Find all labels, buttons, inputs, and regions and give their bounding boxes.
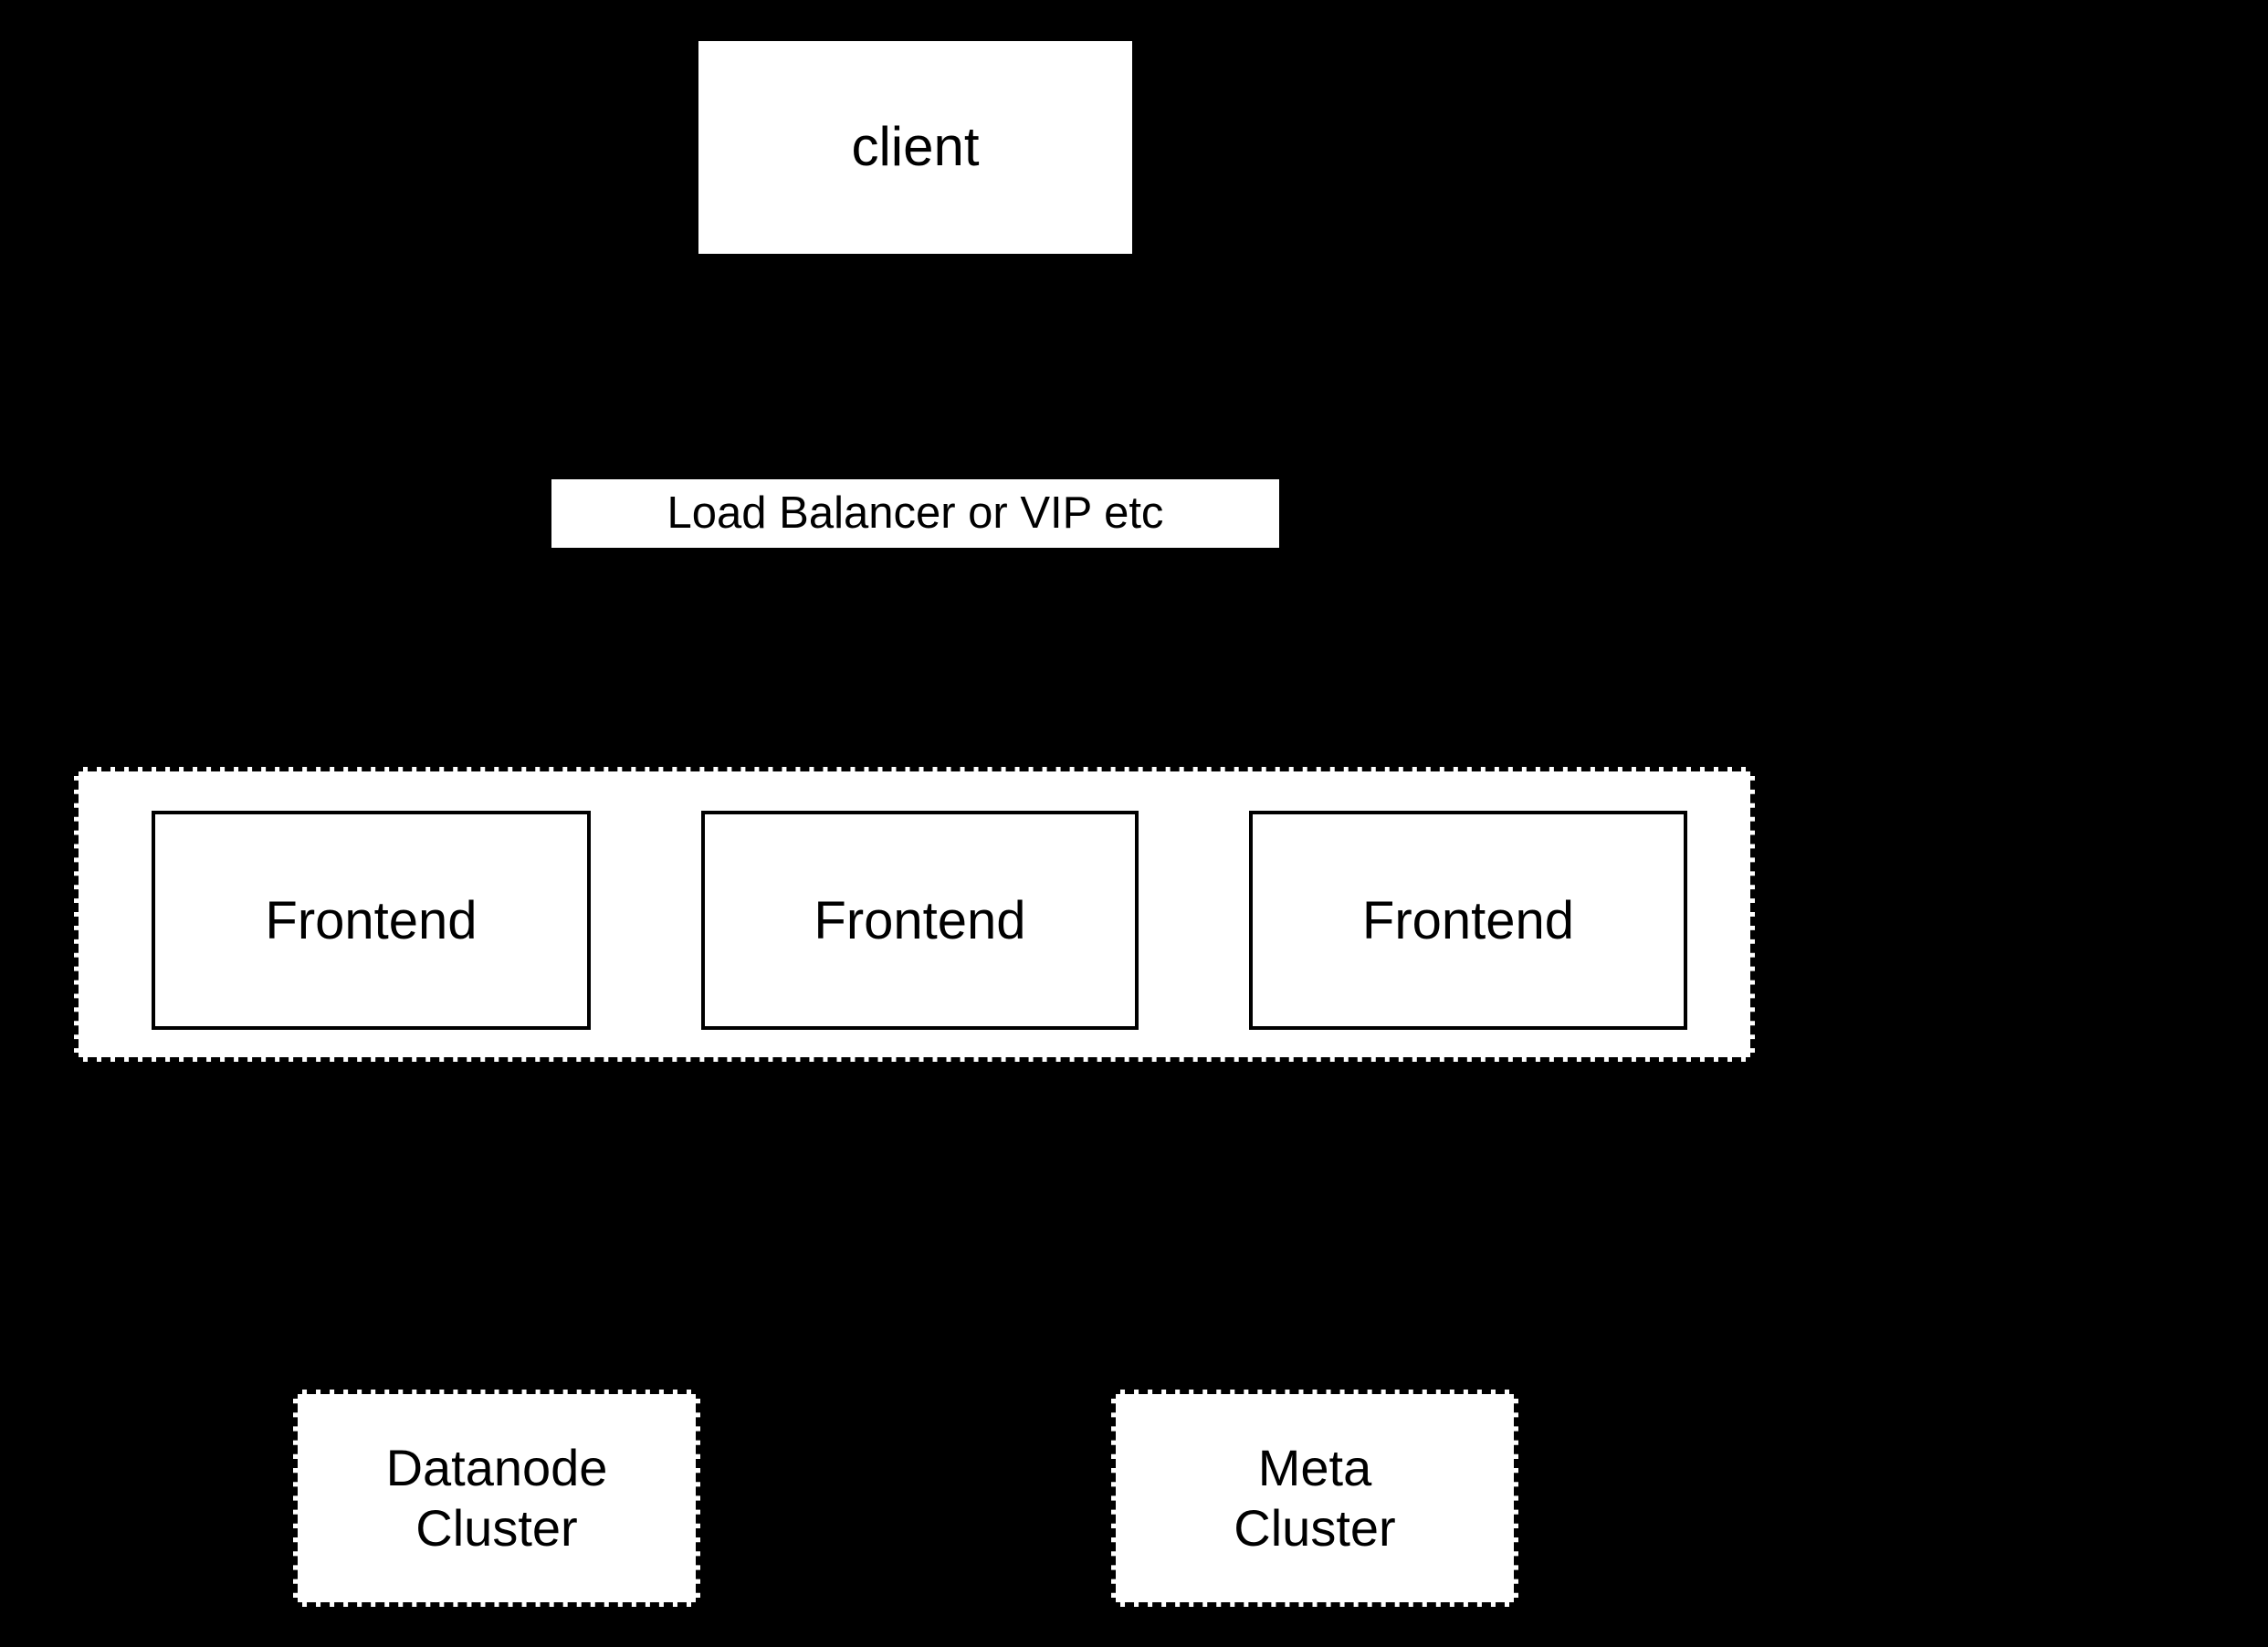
frontend-cluster-group[interactable]: Frontend Frontend Frontend [74, 767, 1755, 1062]
node-load-balancer[interactable]: Load Balancer or VIP etc [551, 479, 1279, 548]
node-frontend-1[interactable]: Frontend [152, 811, 591, 1030]
node-meta-cluster-label: Meta Cluster [1234, 1438, 1396, 1557]
node-datanode-cluster[interactable]: Datanode Cluster [293, 1390, 700, 1607]
node-frontend-3-label: Frontend [1361, 890, 1575, 950]
node-load-balancer-label: Load Balancer or VIP etc [667, 488, 1164, 538]
node-datanode-cluster-label: Datanode Cluster [385, 1438, 608, 1557]
node-client[interactable]: client [698, 41, 1132, 254]
node-client-label: client [851, 116, 980, 178]
node-meta-cluster[interactable]: Meta Cluster [1111, 1390, 1518, 1607]
node-frontend-3[interactable]: Frontend [1249, 811, 1687, 1030]
node-frontend-2[interactable]: Frontend [701, 811, 1139, 1030]
node-frontend-2-label: Frontend [814, 890, 1026, 950]
node-frontend-1-label: Frontend [265, 890, 478, 950]
